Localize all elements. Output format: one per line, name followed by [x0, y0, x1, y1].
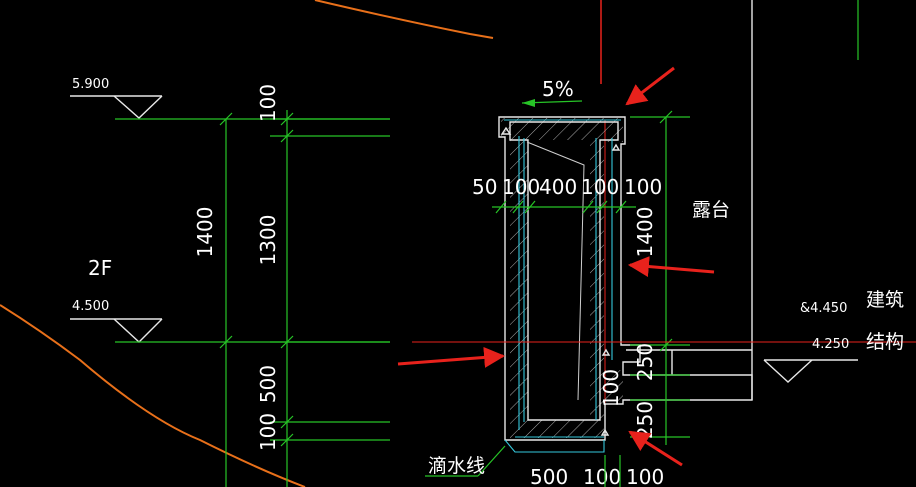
parapet-section: [498, 116, 753, 453]
right-lower-dim-2: 100: [599, 369, 623, 407]
elevation-mid-label: 4.500: [72, 299, 109, 314]
balcony-label: 露台: [692, 199, 730, 221]
elevation-mark-mid: 4.500: [70, 299, 390, 343]
arrow-bottom: [628, 430, 683, 467]
dim-total-text: 1400: [193, 207, 217, 258]
dim-lower-text: 500: [256, 365, 280, 403]
width-dim-3: 400: [539, 175, 577, 199]
right-elevation-mark: &4.450 4.250 建筑 结构: [763, 289, 904, 383]
arrow-right-wall: [627, 256, 715, 278]
left-dimension-chain: 100 1300 500 100: [256, 84, 390, 487]
width-dimension-row: 50 100 400 100 100: [472, 175, 662, 214]
right-elevation-struct: 4.250: [812, 337, 849, 352]
slope-indicator: 5%: [521, 77, 583, 107]
dim-top-text: 100: [256, 84, 280, 122]
bottom-dim-1: 500: [530, 465, 568, 487]
orange-curve-top: [314, 0, 494, 39]
concrete-hatch: [501, 118, 623, 438]
elevation-mark-top: 5.900: [70, 77, 390, 120]
right-dim-text: 1400: [633, 207, 657, 258]
bottom-dim-2: 100: [583, 465, 621, 487]
bottom-dim-3: 100: [626, 465, 664, 487]
arrow-left-wall: [397, 346, 506, 368]
right-lower-dim-3: 250: [633, 401, 657, 439]
annotation-arrows: [397, 66, 715, 467]
elevation-top-label: 5.900: [72, 77, 109, 92]
dim-mid-text: 1300: [256, 215, 280, 266]
right-elevation-arch: &4.450: [800, 301, 847, 316]
width-dim-2: 100: [502, 175, 540, 199]
bottom-dimension-row: 500 100 100: [530, 455, 664, 487]
orange-curve-left: [0, 304, 306, 487]
width-dim-1: 50: [472, 175, 497, 199]
arch-label: 建筑: [866, 289, 904, 311]
width-dim-4: 100: [581, 175, 619, 199]
drip-label: 滴水线: [428, 455, 485, 477]
arrow-top: [625, 66, 675, 106]
struct-label: 结构: [866, 331, 904, 353]
floor-label: 2F: [88, 256, 112, 280]
right-dimension-chain: 1400 250 100 250: [599, 110, 690, 445]
drip-line-callout: 滴水线: [425, 445, 506, 477]
parapet-outline: [498, 116, 753, 441]
left-dimension-total: 1400: [193, 112, 233, 487]
dim-bottom-text: 100: [256, 413, 280, 451]
right-lower-dim-1: 250: [633, 343, 657, 381]
slope-label: 5%: [542, 77, 574, 101]
width-dim-5: 100: [624, 175, 662, 199]
